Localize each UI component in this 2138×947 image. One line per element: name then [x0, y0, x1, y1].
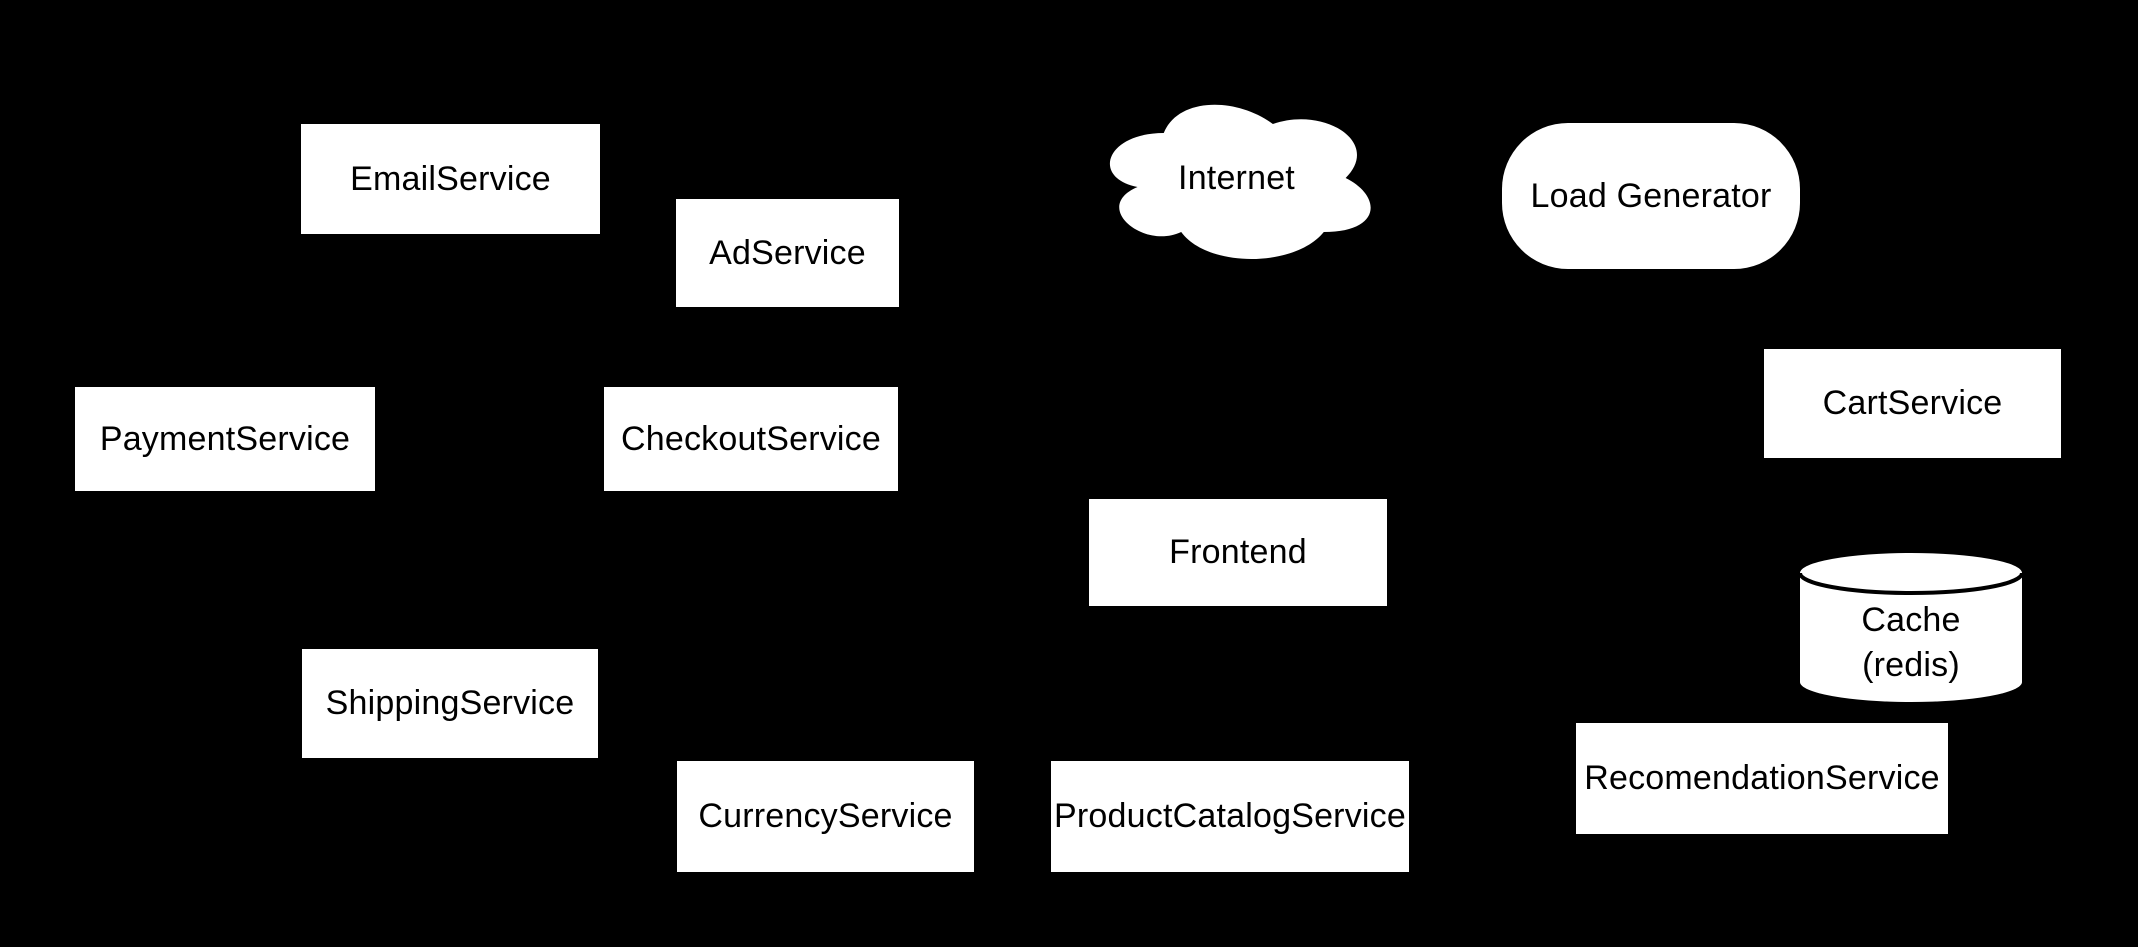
- recomendation-service-label: RecomendationService: [1584, 759, 1940, 798]
- payment-service-node: PaymentService: [75, 387, 375, 491]
- ad-service-label: AdService: [709, 233, 866, 272]
- load-generator-label: Load Generator: [1530, 176, 1772, 215]
- payment-service-label: PaymentService: [99, 419, 351, 458]
- product-catalog-service-label: ProductCatalogService: [1054, 797, 1406, 836]
- frontend-label: Frontend: [1169, 533, 1307, 572]
- email-service-label: EmailService: [350, 159, 551, 198]
- cache-redis-node: Cache (redis): [1800, 553, 2022, 702]
- recomendation-service-node: RecomendationService: [1576, 723, 1948, 834]
- currency-service-node: CurrencyService: [677, 761, 974, 872]
- shipping-service-node: ShippingService: [302, 649, 598, 758]
- ad-service-node: AdService: [676, 199, 899, 307]
- frontend-node: Frontend: [1089, 499, 1387, 606]
- checkout-service-node: CheckoutService: [604, 387, 898, 491]
- load-generator-node: Load Generator: [1502, 123, 1800, 269]
- product-catalog-service-node: ProductCatalogService: [1051, 761, 1409, 872]
- checkout-service-label: CheckoutService: [620, 419, 881, 458]
- email-service-node: EmailService: [301, 124, 600, 234]
- cache-redis-label: Cache (redis): [1861, 600, 1961, 684]
- cart-service-label: CartService: [1822, 384, 2003, 423]
- currency-service-label: CurrencyService: [698, 797, 953, 836]
- cloud-shape-icon: [1109, 104, 1371, 259]
- internet-node: Internet: [1091, 88, 1382, 268]
- cart-service-node: CartService: [1764, 349, 2061, 458]
- database-cylinder-icon: [1800, 553, 2022, 702]
- shipping-service-label: ShippingService: [325, 684, 575, 723]
- internet-label: Internet: [1178, 158, 1295, 197]
